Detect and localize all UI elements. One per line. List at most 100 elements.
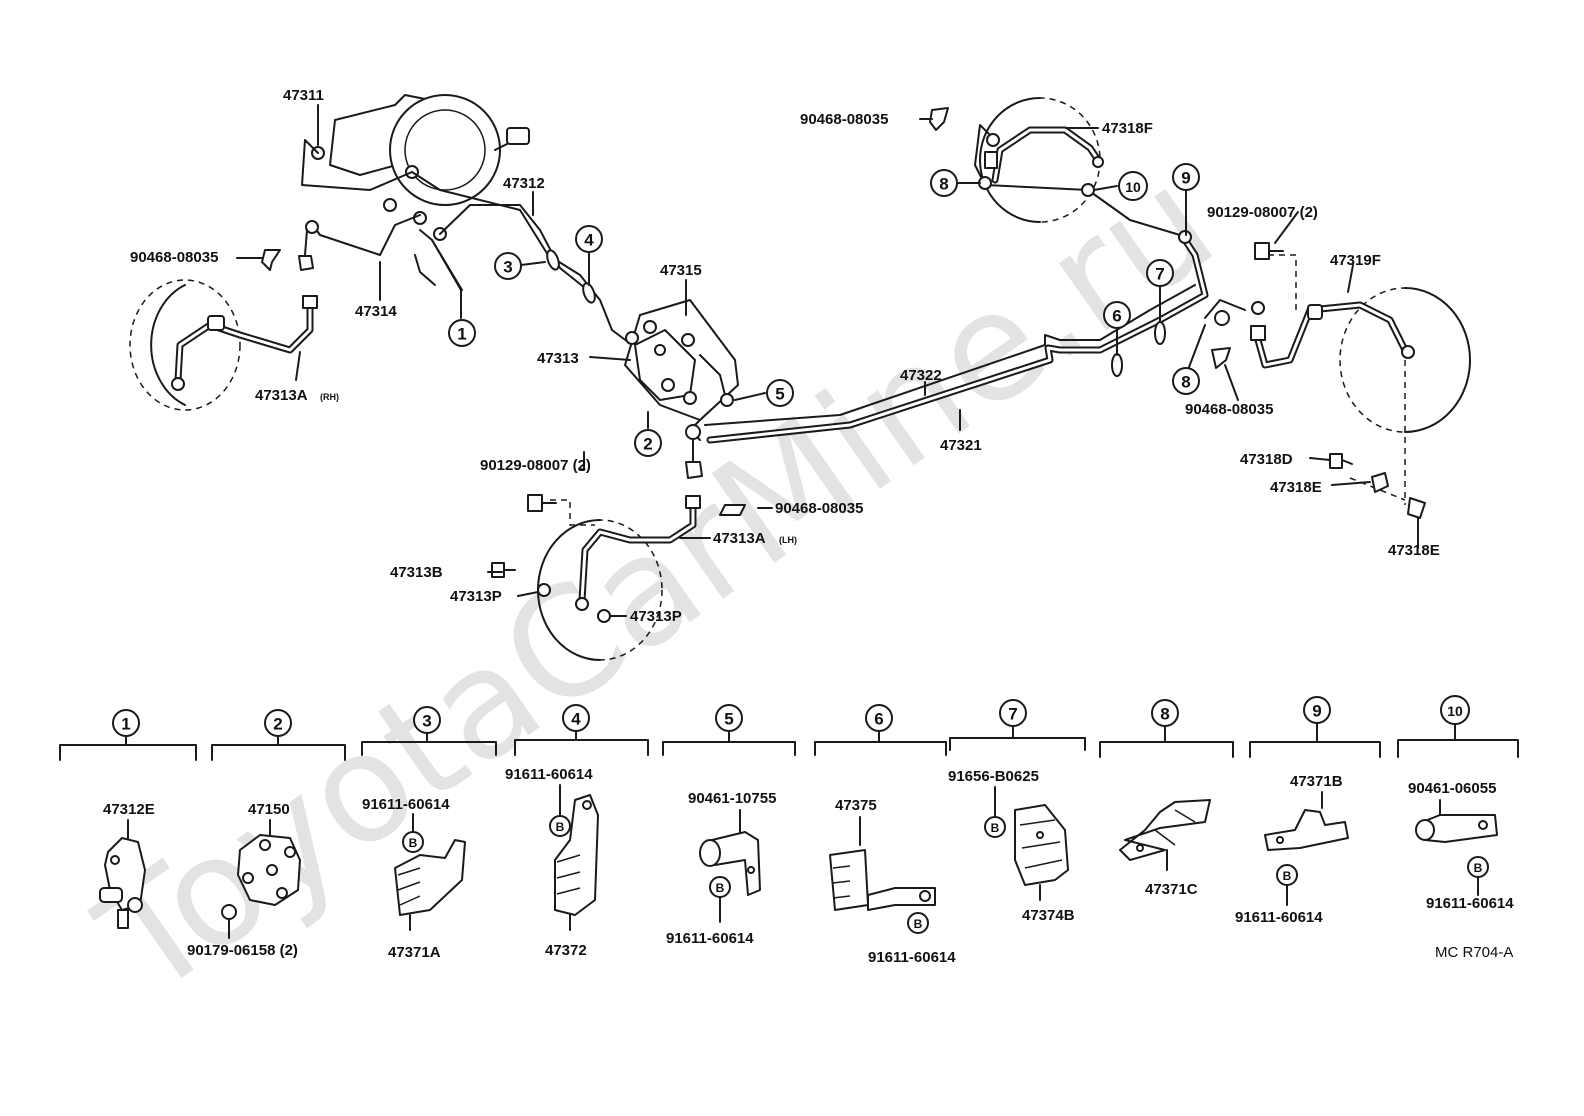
detail-group-5: 5 90461-10755 B 91611-60614: [662, 704, 796, 947]
detail-group-6: 6 47375 B 91611-60614: [814, 704, 956, 966]
brake-booster-master-cylinder: [311, 94, 530, 241]
label-90468-top: 90468-08035: [800, 111, 888, 128]
label-47318D: 47318D: [1240, 451, 1293, 468]
label-47313P-a: 47313P: [450, 588, 502, 605]
label-90468-center: 90468-08035: [775, 500, 863, 517]
diagram-code: MC R704-A: [1435, 944, 1513, 961]
label-47318F: 47318F: [1102, 120, 1153, 137]
label-91611-60614-g6: 91611-60614: [868, 949, 956, 966]
label-47375: 47375: [835, 797, 877, 814]
callout-7: 7: [1146, 259, 1174, 287]
label-90461-10755: 90461-10755: [688, 790, 776, 807]
label-91611-60614-g10: 91611-60614: [1426, 895, 1514, 912]
svg-text:B: B: [409, 836, 418, 850]
detail-group-4: 4 91611-60614 B 47372: [505, 704, 649, 959]
label-47313: 47313: [537, 350, 579, 367]
callout-9: 9: [1172, 163, 1200, 191]
label-rh-suffix: (RH): [320, 392, 339, 402]
svg-text:8: 8: [1181, 373, 1190, 392]
svg-text:B: B: [556, 820, 565, 834]
svg-text:9: 9: [1181, 169, 1190, 188]
label-47313P-b: 47313P: [630, 608, 682, 625]
label-47372: 47372: [545, 942, 587, 959]
label-90468-left: 90468-08035: [130, 249, 218, 266]
washer-47313P-b: [597, 609, 611, 623]
callout-1: 1: [448, 319, 476, 347]
callout-10: 10: [1118, 171, 1148, 201]
svg-text:3: 3: [422, 712, 431, 731]
label-47321: 47321: [940, 437, 982, 454]
flex-hose-47318F: [991, 126, 1102, 184]
label-47374B: 47374B: [1022, 907, 1075, 924]
label-47313B: 47313B: [390, 564, 443, 581]
label-47318E-b: 47318E: [1388, 542, 1440, 559]
clip-90468-left: [261, 249, 281, 271]
svg-text:7: 7: [1155, 265, 1164, 284]
flex-hose-47319F: [1254, 301, 1409, 369]
callout-4: 4: [575, 225, 603, 253]
proportioning-valve-bracket: [624, 299, 739, 421]
label-91611-60614-g4: 91611-60614: [505, 766, 593, 783]
clip-90468-right: [1211, 347, 1231, 369]
label-47371A: 47371A: [388, 944, 441, 961]
label-91611-60614-g5: 91611-60614: [666, 930, 754, 947]
svg-text:1: 1: [457, 325, 466, 344]
svg-text:6: 6: [874, 710, 883, 729]
callout-2: 2: [634, 429, 662, 457]
svg-text:3: 3: [503, 258, 512, 277]
label-90129-right: 90129-08007 (2): [1207, 204, 1318, 221]
label-47312E: 47312E: [103, 801, 155, 818]
svg-text:B: B: [716, 881, 725, 895]
svg-text:5: 5: [775, 385, 784, 404]
bolt-47318D: [1329, 453, 1353, 469]
svg-text:B: B: [1283, 869, 1292, 883]
label-lh-suffix: (LH): [779, 535, 797, 545]
detail-group-8: 8 47371C: [1099, 699, 1234, 898]
svg-text:8: 8: [1160, 705, 1169, 724]
label-47150: 47150: [248, 801, 290, 818]
label-91611-60614-g9: 91611-60614: [1235, 909, 1323, 926]
label-47311: 47311: [283, 87, 324, 104]
detail-group-10: 10 90461-06055 B 91611-60614: [1397, 695, 1519, 912]
watermark-text: ToyotaCarMine.ru: [70, 135, 1244, 1030]
svg-text:9: 9: [1312, 702, 1321, 721]
detail-group-9: 9 47371B B 91611-60614: [1235, 696, 1381, 926]
bolt-47313B: [491, 562, 516, 578]
bolt-90129-right: [1254, 242, 1284, 260]
detail-group-3: 3 91611-60614 B 47371A: [361, 706, 497, 961]
svg-text:7: 7: [1008, 705, 1017, 724]
label-90461-06055: 90461-06055: [1408, 780, 1496, 797]
label-47371B: 47371B: [1290, 773, 1343, 790]
svg-text:5: 5: [724, 710, 733, 729]
label-47312: 47312: [503, 175, 545, 192]
label-47314: 47314: [355, 303, 397, 320]
label-47322: 47322: [900, 367, 942, 384]
label-47315: 47315: [660, 262, 702, 279]
callout-5: 5: [766, 379, 794, 407]
leader-lines: [236, 104, 1419, 617]
flex-hose-47313A-rh: [174, 296, 314, 384]
bolt-90129-center: [527, 494, 557, 512]
label-47313A-rh: 47313A: [255, 387, 308, 404]
brake-line-47314: [314, 214, 421, 256]
callout-8-top: 8: [930, 169, 958, 197]
svg-text:B: B: [1474, 861, 1483, 875]
washer-47313P-a: [537, 583, 551, 597]
svg-text:10: 10: [1447, 703, 1463, 719]
svg-text:4: 4: [584, 231, 594, 250]
clip-47318E-a: [1371, 472, 1389, 493]
callout-6: 6: [1103, 301, 1131, 329]
label-90468-right: 90468-08035: [1185, 401, 1273, 418]
rear-brake-line-47322: [704, 284, 1196, 426]
label-91611-60614-g3: 91611-60614: [362, 796, 450, 813]
callout-8-bottom: 8: [1172, 367, 1200, 395]
label-90129-center: 90129-08007 (2): [480, 457, 591, 474]
svg-text:2: 2: [643, 435, 652, 454]
label-90179-06158: 90179-06158 (2): [187, 942, 298, 959]
svg-text:8: 8: [939, 175, 948, 194]
svg-text:2: 2: [273, 715, 282, 734]
label-47371C: 47371C: [1145, 881, 1198, 898]
front-rh-disc-outline: [129, 279, 241, 411]
clip-90468-center: [719, 504, 746, 516]
